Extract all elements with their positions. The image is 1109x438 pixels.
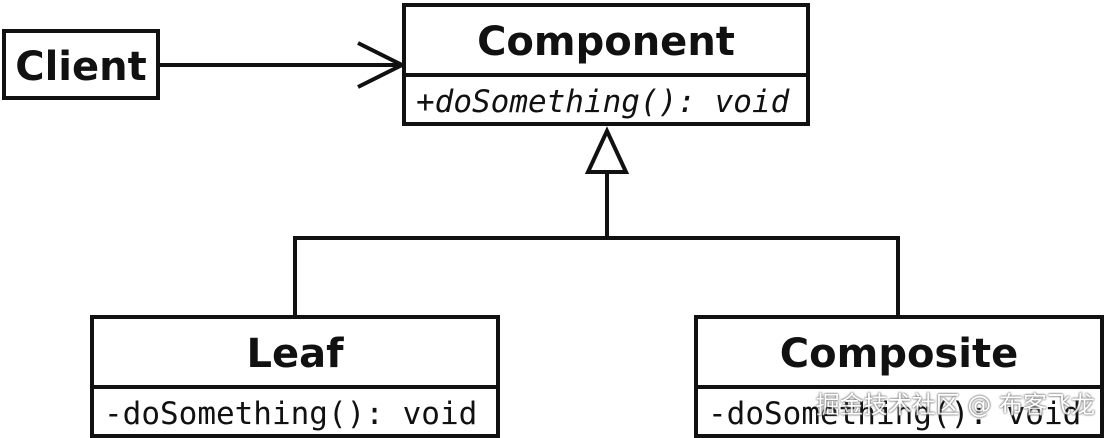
component-divider [406,73,806,77]
component-class-box: Component +doSomething(): void [402,3,810,126]
component-class-name: Component [477,19,735,65]
leaf-class-name: Leaf [246,331,344,377]
component-method: +doSomething(): void [416,84,790,120]
leaf-method: -doSomething(): void [104,396,478,432]
inheritance-triangle [584,126,630,174]
composite-class-box: Composite -doSomething(): void [694,315,1104,438]
composite-method: -doSomething(): void [708,396,1082,432]
composite-class-name: Composite [779,331,1019,377]
leaf-divider [94,385,496,389]
client-class-box: Client [2,29,160,100]
client-class-name: Client [15,44,147,90]
leaf-class-box: Leaf -doSomething(): void [90,315,500,438]
watermark: 掘金技术社区 @ 布客飞龙 [815,391,1095,419]
composite-divider [698,385,1100,389]
